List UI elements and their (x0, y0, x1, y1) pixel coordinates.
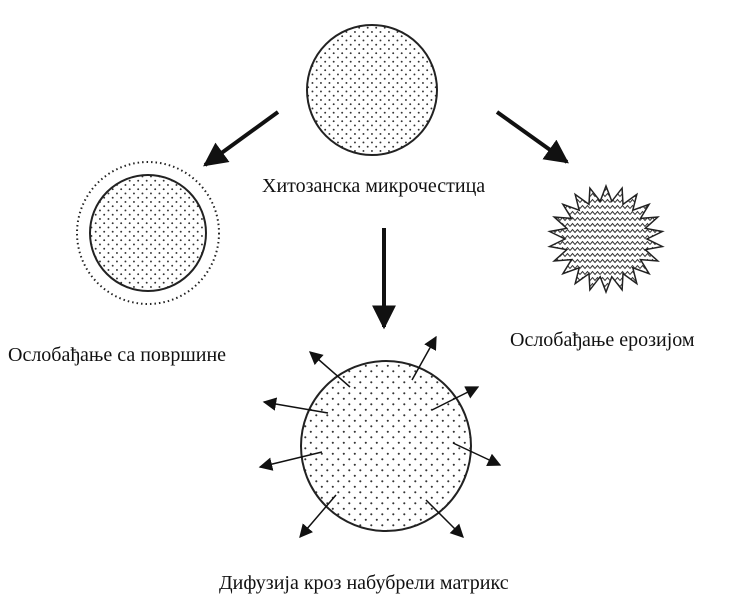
arrow-to-erosion-release (497, 112, 567, 162)
matrix-diffusion-label: Дифузија кроз набубрели матрикс (219, 573, 509, 593)
surface-release-particle (77, 162, 219, 304)
surface-release-label: Ослобађање са површине (8, 345, 226, 365)
swollen-matrix-particle (260, 337, 500, 537)
erosion-particle (550, 186, 663, 292)
chitosan-microparticle (307, 25, 437, 155)
erosion-release-label: Ослобађање ерозијом (510, 330, 695, 350)
diffusion-arrow (300, 495, 336, 537)
chitosan-microparticle-label: Хитозанска микрочестица (262, 176, 485, 196)
arrow-to-surface-release (205, 112, 278, 165)
